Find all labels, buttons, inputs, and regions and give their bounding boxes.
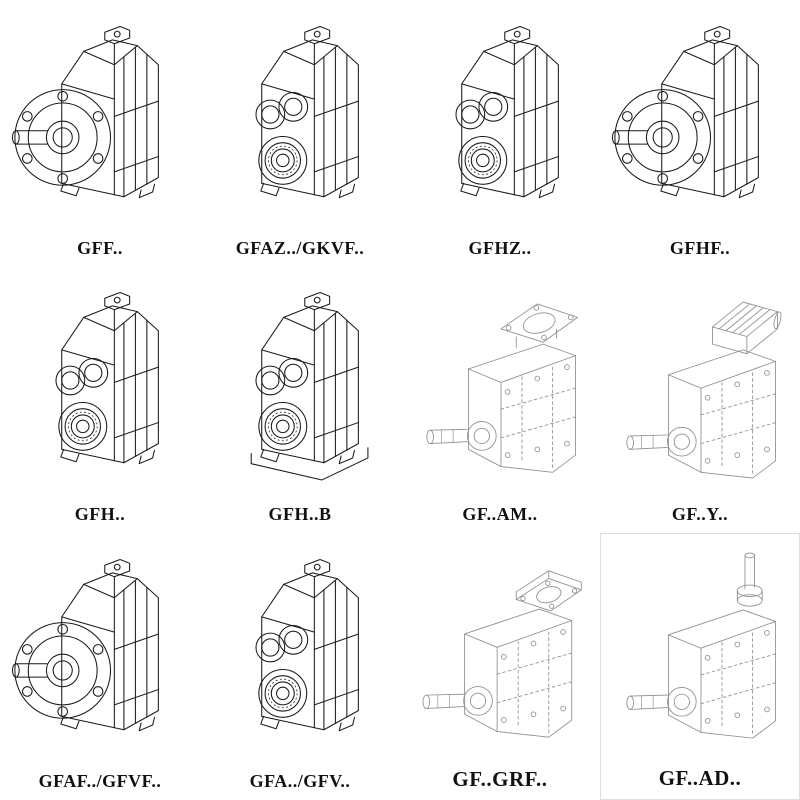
gearbox-drawing-gfa-gfv	[209, 548, 391, 768]
gearbox-cell-gfh: GFH..	[0, 267, 200, 534]
gearbox-cell-gf-ad: GF..AD..	[600, 533, 800, 800]
gearbox-drawing-gf-y	[609, 281, 791, 501]
gearbox-cell-gfaz-gkvf: GFAZ../GKVF..	[200, 0, 400, 267]
gearbox-cell-gf-am: GF..AM..	[400, 267, 600, 534]
gearbox-drawing-gff	[9, 15, 191, 235]
gearbox-cell-gf-grf: GF..GRF..	[400, 533, 600, 800]
gearbox-drawing-gfaf-gfvf	[9, 548, 191, 768]
gearbox-drawing-gfh-b	[250, 281, 369, 481]
gearbox-cell-gfa-gfv: GFA../GFV..	[200, 533, 400, 800]
gearbox-drawing-gfhz	[409, 15, 591, 235]
gearbox-cell-gfhf: GFHF..	[600, 0, 800, 267]
gearbox-drawing-gfaz-gkvf	[209, 15, 391, 235]
gearbox-cell-gfhz: GFHZ..	[400, 0, 600, 267]
gearbox-label-gfhf: GFHF..	[669, 237, 731, 258]
gearbox-label-gfhz: GFHZ..	[468, 237, 532, 258]
gearbox-cell-gfh-b: GFH..B	[200, 267, 400, 534]
gearbox-label-gfaz-gkvf: GFAZ../GKVF..	[235, 237, 365, 258]
gearbox-drawing-gf-grf	[409, 544, 591, 764]
gearbox-label-gfaf-gfvf: GFAF../GFVF..	[38, 770, 162, 791]
gearbox-label-gff: GFF..	[77, 237, 123, 258]
gearbox-drawing-gf-ad	[609, 543, 791, 763]
gearbox-label-gf-y: GF..Y..	[671, 504, 729, 525]
gearbox-label-gfh: GFH..	[74, 504, 126, 525]
gearbox-label-gfa-gfv: GFA../GFV..	[249, 770, 351, 791]
gearbox-drawing-gfh	[9, 281, 191, 501]
gearbox-label-gf-am: GF..AM..	[462, 504, 538, 525]
gearbox-drawing-gfhf	[609, 15, 791, 235]
gearbox-label-gf-grf: GF..GRF..	[452, 766, 548, 791]
gearbox-label-gfh-b: GFH..B	[268, 504, 332, 525]
gearbox-cell-gf-y: GF..Y..	[600, 267, 800, 534]
gearbox-cell-gfaf-gfvf: GFAF../GFVF..	[0, 533, 200, 800]
gearbox-drawing-gf-am	[409, 281, 591, 501]
gearbox-label-gf-ad: GF..AD..	[658, 765, 742, 790]
gearbox-cell-gff: GFF..	[0, 0, 200, 267]
